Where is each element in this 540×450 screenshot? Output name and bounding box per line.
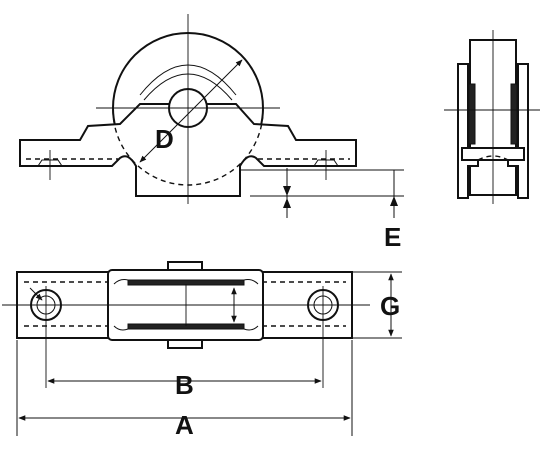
side-view <box>444 30 540 204</box>
front-view: D E <box>19 14 404 252</box>
label-D: D <box>155 124 174 154</box>
label-B: B <box>175 370 194 400</box>
top-view: G B A <box>2 261 402 440</box>
label-E: E <box>384 222 401 252</box>
label-G: G <box>380 291 400 321</box>
diameter-arrow <box>139 59 243 163</box>
label-A: A <box>175 410 194 440</box>
